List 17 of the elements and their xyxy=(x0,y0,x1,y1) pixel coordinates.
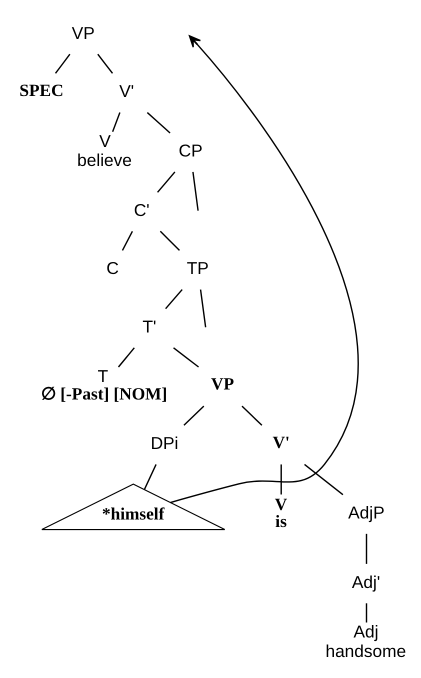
node-text: V believe xyxy=(77,130,132,170)
node-text: AdjP xyxy=(348,502,385,522)
node-text: Adj handsome xyxy=(325,621,406,660)
node-text: V' xyxy=(272,432,290,452)
node-text: V' xyxy=(119,80,134,101)
node-text: VP xyxy=(72,22,95,42)
node-text: VP xyxy=(211,374,234,394)
node-text: CP xyxy=(178,140,203,160)
node-text: C xyxy=(106,258,119,278)
node-text: T ∅ [-Past] [NOM] xyxy=(41,366,168,403)
node-text: V is xyxy=(274,494,288,531)
node-text: C' xyxy=(134,199,150,220)
node-text: TP xyxy=(186,258,209,278)
node-text: SPEC xyxy=(19,80,64,100)
node-text: Adj' xyxy=(352,571,380,592)
node-text: DPi xyxy=(150,432,178,453)
node-text: T' xyxy=(142,316,156,336)
